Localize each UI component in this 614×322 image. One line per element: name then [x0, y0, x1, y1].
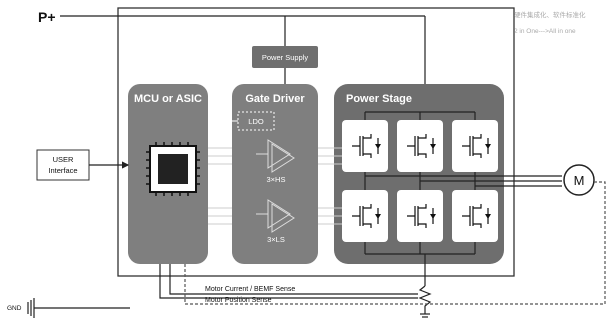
ls-buffer-icon [256, 199, 295, 233]
motor-symbol [563, 164, 595, 196]
pwm-lines [208, 147, 232, 225]
motor-current-sense-label: Motor Current / BEMF Sense [205, 286, 295, 293]
motor-label: M [574, 173, 585, 188]
ldo-box [237, 111, 275, 131]
gnd-icon [27, 298, 35, 318]
position-sense-dashed [184, 181, 606, 305]
gate-lines [318, 147, 342, 225]
mosfet-ls-b [397, 190, 443, 242]
power-stage-title: Power Stage [346, 93, 412, 105]
phase-wires [364, 111, 562, 286]
p-plus-label: P+ [38, 9, 56, 25]
power-supply-label: Power Supply [262, 53, 309, 62]
power-supply-block [252, 46, 318, 68]
motor-position-sense-label: Motor Position Sense [205, 297, 272, 304]
integration-note-line2: 2 in One--->All in one [514, 28, 576, 35]
ls-label: 3×LS [267, 235, 285, 244]
hs-label: 3×HS [267, 175, 286, 184]
user-interface-label-1: USER [53, 155, 74, 164]
mosfet-hs-b [397, 120, 443, 172]
user-interface-block [36, 149, 90, 181]
chip-icon [146, 142, 200, 196]
mosfet-hs-a [342, 120, 388, 172]
user-interface-label-2: Interface [48, 166, 77, 175]
mosfet-ls-c [452, 190, 498, 242]
mosfet-array [342, 120, 498, 242]
hs-buffer-icon [256, 139, 295, 173]
gate-driver-block [232, 84, 318, 264]
mcu-title: MCU or ASIC [134, 93, 202, 105]
gnd-label: GND [7, 305, 22, 312]
mosfet-ls-a [342, 190, 388, 242]
gate-driver-title: Gate Driver [245, 93, 305, 105]
ldo-label: LDO [248, 117, 264, 126]
mosfet-hs-c [452, 120, 498, 172]
sense-paths [159, 264, 432, 318]
integration-note-line1: 硬件集成化、软件标准化 [514, 10, 586, 19]
